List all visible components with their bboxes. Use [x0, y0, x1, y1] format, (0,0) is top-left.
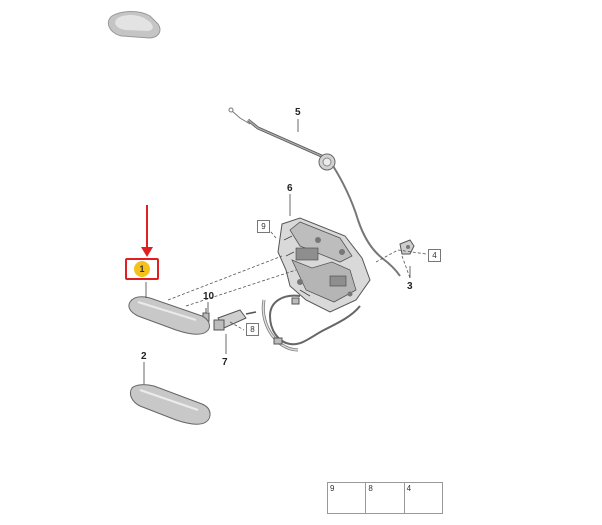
callout-6: 6	[287, 183, 293, 194]
door-handle-part-1[interactable]	[128, 296, 210, 335]
legend-number: 4	[406, 484, 412, 493]
callout-2: 2	[141, 351, 147, 362]
bracket-part-3[interactable]	[399, 239, 415, 255]
cable-part-5[interactable]	[228, 107, 401, 277]
highlight-arrow	[141, 205, 153, 257]
wiring-harness[interactable]	[261, 294, 361, 352]
thumbnail-part[interactable]	[107, 11, 161, 39]
callout-8-box: 8	[246, 323, 259, 336]
legend-cell-8[interactable]: 8	[366, 483, 405, 513]
trim-part-2[interactable]	[129, 384, 211, 425]
callout-10: 10	[203, 291, 215, 302]
legend-number: 8	[368, 484, 373, 493]
legend-cell-9[interactable]: 9	[328, 483, 367, 513]
sensor-part-7[interactable]	[213, 309, 257, 331]
lock-module-part-6[interactable]	[277, 217, 371, 313]
callout-4-box: 4	[428, 249, 441, 262]
callout-leaders	[143, 119, 411, 384]
legend-number: 9	[330, 484, 335, 493]
fastener-legend: 9 8 4	[327, 482, 443, 514]
callout-5: 5	[295, 107, 301, 118]
callout-1-badge: 1	[134, 261, 150, 277]
legend-cell-4[interactable]: 4	[405, 483, 442, 513]
leader-lines	[167, 225, 427, 331]
callout-9-box: 9	[257, 220, 270, 233]
highlighted-callout-1[interactable]: 1	[125, 258, 159, 280]
callout-3: 3	[407, 281, 413, 292]
callout-7: 7	[222, 357, 228, 368]
